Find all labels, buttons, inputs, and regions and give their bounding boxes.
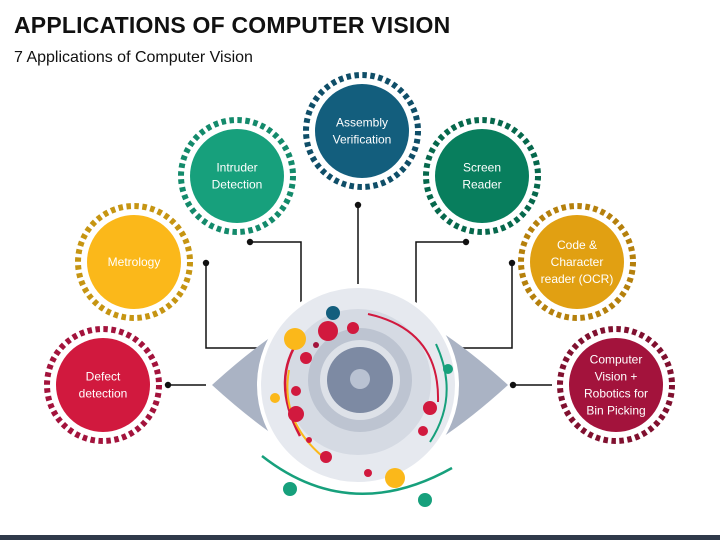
dot <box>423 401 437 415</box>
dot <box>313 342 319 348</box>
node-dashed-ring <box>423 117 541 235</box>
node-label: Character <box>551 255 604 269</box>
node-label: Assembly <box>336 116 388 130</box>
arc-green-bottom <box>261 455 453 496</box>
dot <box>270 393 280 403</box>
connector-screen-reader <box>415 241 466 312</box>
node-circle <box>530 215 624 309</box>
node-metrology: Metrology <box>75 203 193 321</box>
node-label: Detection <box>212 178 263 192</box>
connector-dots <box>164 201 517 389</box>
node-label: Robotics for <box>584 387 648 401</box>
dot <box>291 386 301 396</box>
arc-green-right <box>429 343 448 443</box>
node-defect-detection: Defect detection <box>44 326 162 444</box>
node-circle <box>87 215 181 309</box>
dot <box>306 437 312 443</box>
node-circle <box>569 338 663 432</box>
connector-code-character-reader <box>456 263 513 349</box>
connector-dot <box>164 381 172 389</box>
dot <box>364 469 372 477</box>
page-title: APPLICATIONS OF COMPUTER VISION <box>14 12 451 38</box>
dot <box>418 426 428 436</box>
dot <box>347 322 359 334</box>
node-circle <box>315 84 409 178</box>
dot <box>320 451 332 463</box>
node-dashed-ring <box>303 72 421 190</box>
connector-dot <box>508 259 516 267</box>
node-code-character-reader: Code & Character reader (OCR) <box>518 203 636 321</box>
page-subtitle: 7 Applications of Computer Vision <box>14 49 253 66</box>
dot <box>288 406 304 422</box>
node-label: detection <box>79 387 128 401</box>
node-dashed-ring <box>557 326 675 444</box>
node-label: Metrology <box>108 255 161 269</box>
node-label: Bin Picking <box>586 404 645 418</box>
node-label: Defect <box>86 370 121 384</box>
dot <box>300 352 312 364</box>
arc-red-right <box>367 313 440 403</box>
node-dashed-ring <box>44 326 162 444</box>
node-label: reader (OCR) <box>541 272 614 286</box>
node-label: Verification <box>333 133 392 147</box>
node-label: Computer <box>590 353 643 367</box>
dot <box>318 321 338 341</box>
connector-metrology <box>205 263 262 349</box>
dot <box>385 468 405 488</box>
node-dashed-ring <box>75 203 193 321</box>
node-circle <box>56 338 150 432</box>
connector-dot <box>246 238 254 246</box>
connector-dot <box>462 238 470 246</box>
eye-pupil-highlight <box>350 369 370 389</box>
dot <box>283 482 297 496</box>
application-nodes: Defect detection Metrology IntruderDetectio… <box>44 72 675 444</box>
node-label: Code & <box>557 238 597 252</box>
dot <box>326 306 340 320</box>
footer-bar <box>0 535 720 540</box>
node-label: Screen <box>463 161 501 175</box>
connector-dot <box>509 381 517 389</box>
eye-graphic <box>212 284 508 507</box>
node-label: Reader <box>462 178 501 192</box>
connector-dot <box>354 201 362 209</box>
node-dashed-ring <box>178 117 296 235</box>
connector-intruder-detection <box>250 241 302 312</box>
connectors <box>168 205 552 386</box>
dot <box>418 493 432 507</box>
node-label: Vision + <box>595 370 638 384</box>
node-label: Intruder <box>216 161 257 175</box>
node-circle <box>190 129 284 223</box>
dot <box>284 328 306 350</box>
dot <box>443 364 453 374</box>
connector-dot <box>202 259 210 267</box>
node-circle <box>435 129 529 223</box>
node-dashed-ring <box>518 203 636 321</box>
